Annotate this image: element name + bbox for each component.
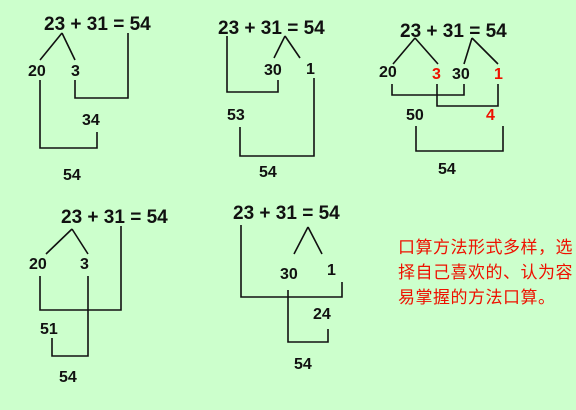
split-lines-2 — [273, 35, 301, 59]
equation-3: 23 + 31 = 54 — [400, 21, 507, 42]
partial-sum-5: 24 — [313, 306, 331, 323]
partial-sum-1: 34 — [82, 112, 100, 129]
split-value-4a: 20 — [29, 256, 47, 273]
bracket-4b — [51, 276, 89, 357]
result-2: 54 — [259, 164, 277, 181]
split-value-4b: 3 — [80, 256, 89, 273]
equation-5: 23 + 31 = 54 — [233, 203, 340, 224]
split-lines-1 — [39, 32, 76, 61]
bracket-3a — [391, 84, 465, 96]
equation-1: 23 + 31 = 54 — [44, 14, 151, 35]
split-value-2b: 1 — [306, 61, 315, 78]
bracket-3c — [415, 126, 504, 152]
split-value-3b: 3 — [432, 66, 441, 83]
split-value-5a: 30 — [280, 266, 298, 283]
bracket-3b — [436, 84, 499, 107]
result-3: 54 — [438, 161, 456, 178]
result-4: 54 — [59, 369, 77, 386]
split-value-1a: 20 — [28, 63, 46, 80]
bracket-2b — [239, 78, 315, 157]
result-1: 54 — [63, 167, 81, 184]
partial-sum-3b: 4 — [486, 107, 495, 124]
bracket-1b — [39, 80, 98, 149]
split-lines-3b — [463, 37, 499, 65]
split-lines-4 — [45, 228, 89, 255]
bracket-2a — [226, 36, 279, 93]
equation-2: 23 + 31 = 54 — [218, 18, 325, 39]
bracket-4a — [39, 226, 122, 311]
split-value-2a: 30 — [264, 62, 282, 79]
split-value-3c: 30 — [452, 66, 470, 83]
partial-sum-4: 51 — [40, 321, 58, 338]
result-5: 54 — [294, 356, 312, 373]
split-value-3a: 20 — [379, 64, 397, 81]
method-note: 口算方法形式多样，选择自己喜欢的、认为容易掌握的方法口算。 — [398, 238, 573, 308]
bracket-5b — [287, 290, 329, 343]
bracket-5a — [240, 225, 343, 298]
split-lines-3a — [392, 37, 439, 65]
split-value-3d: 1 — [494, 66, 503, 83]
split-lines-5 — [293, 226, 323, 255]
split-value-1b: 3 — [71, 63, 80, 80]
split-value-5b: 1 — [327, 262, 336, 279]
partial-sum-2: 53 — [227, 107, 245, 124]
partial-sum-3a: 50 — [406, 107, 424, 124]
bracket-1a — [74, 33, 129, 99]
equation-4: 23 + 31 = 54 — [61, 207, 168, 228]
